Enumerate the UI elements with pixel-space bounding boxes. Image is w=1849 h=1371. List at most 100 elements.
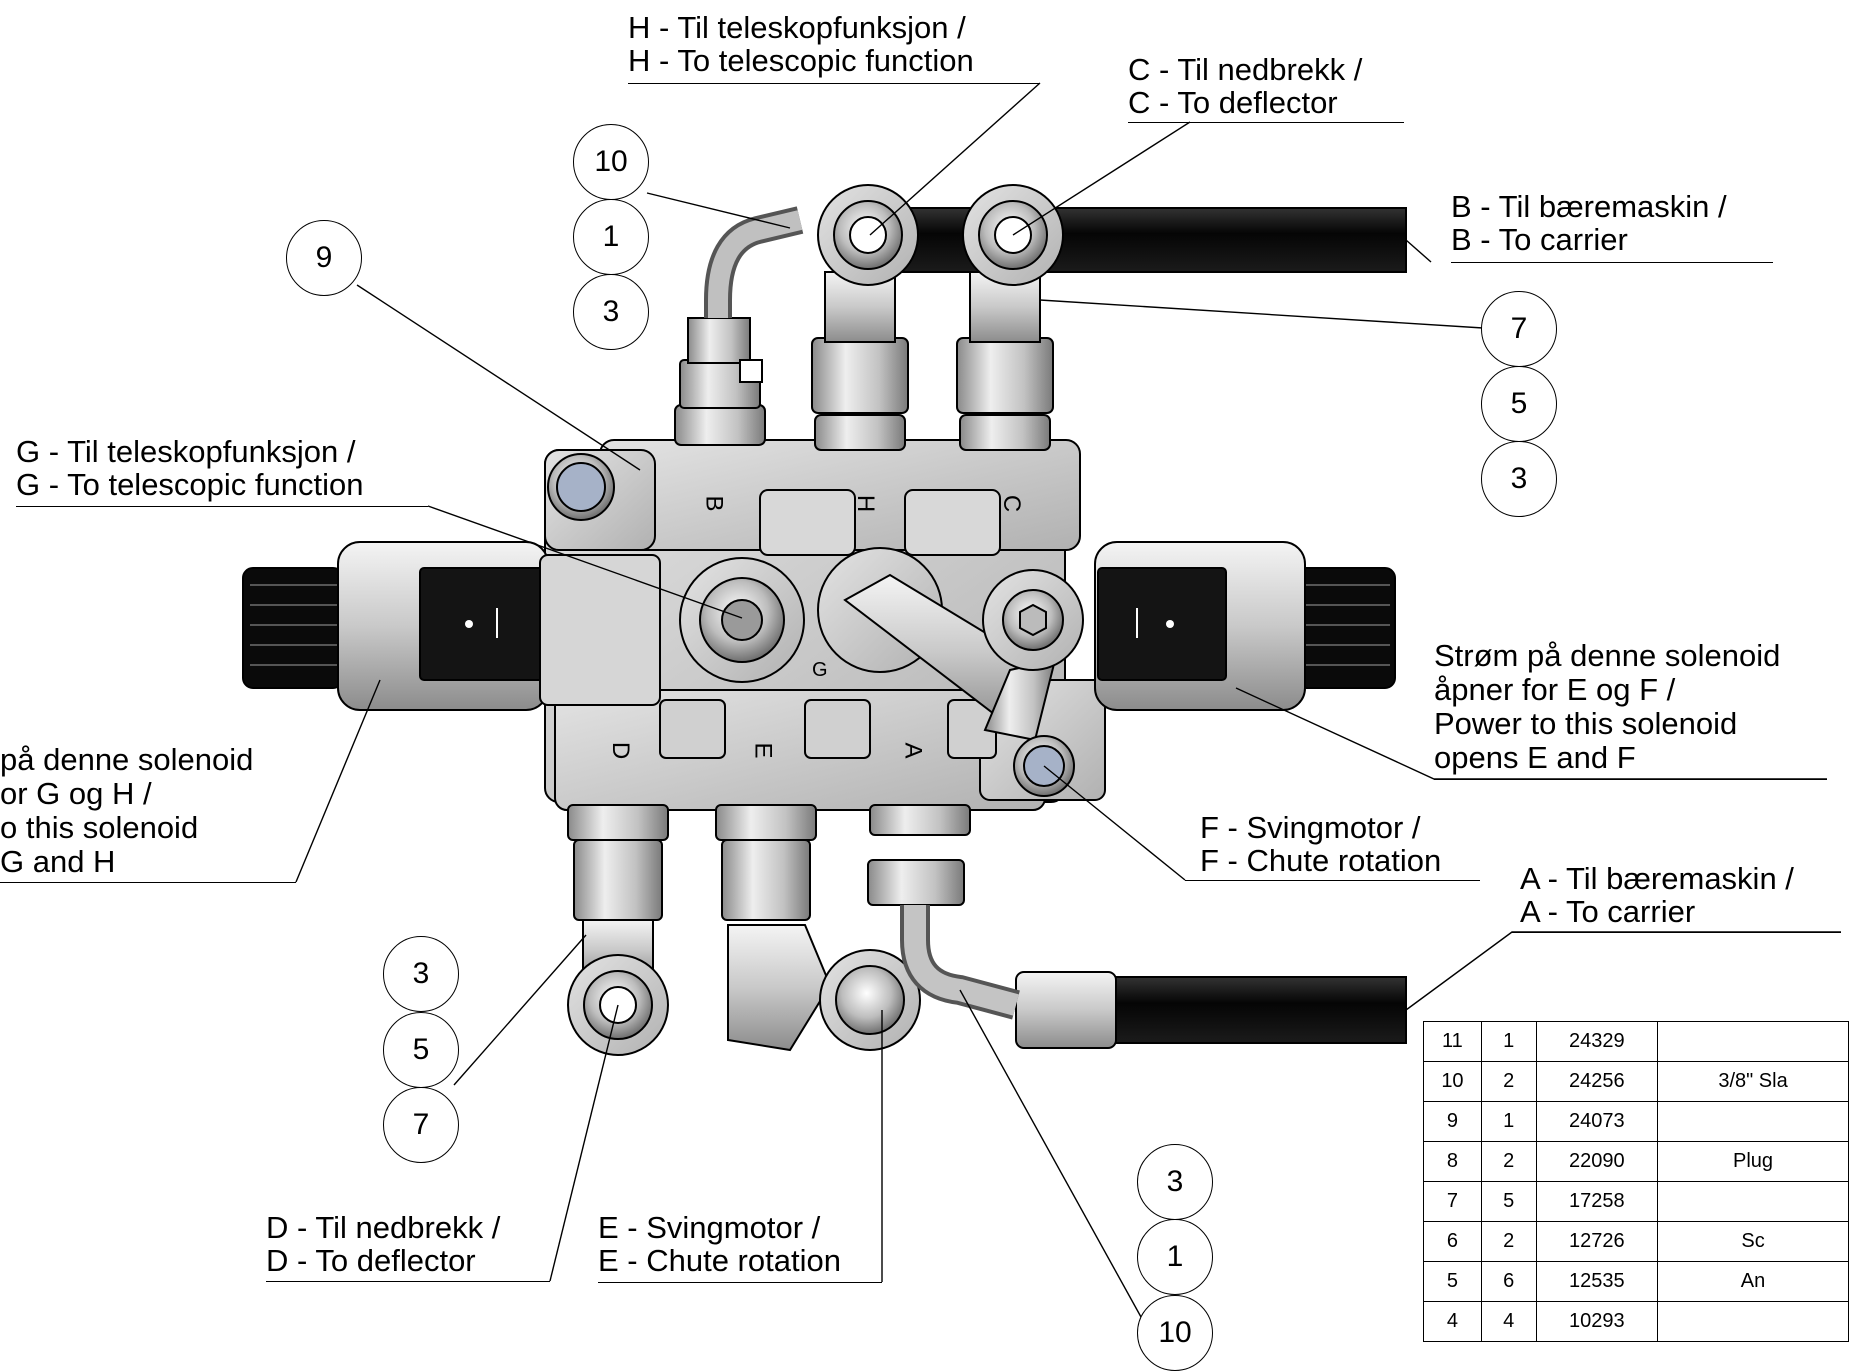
bom-cell-part: 12535 <box>1535 1261 1659 1302</box>
bom-cell-qty: 4 <box>1480 1301 1537 1342</box>
bom-cell-qty: 1 <box>1480 1021 1537 1062</box>
label-d-no: D - Til nedbrekk / <box>266 1210 501 1245</box>
underline-sol-right <box>1434 779 1827 780</box>
label-h-en: H - To telescopic function <box>628 43 974 78</box>
bom-cell-part: 24073 <box>1535 1101 1659 1142</box>
label-sol-right-1: Strøm på denne solenoid <box>1434 638 1781 673</box>
label-e-no: E - Svingmotor / <box>598 1210 821 1245</box>
label-b-no: B - Til bæremaskin / <box>1451 189 1727 224</box>
label-g-no: G - Til teleskopfunksjon / <box>16 434 356 469</box>
label-b-en: B - To carrier <box>1451 222 1628 257</box>
label-a-en: A - To carrier <box>1520 894 1696 929</box>
underline-a <box>1512 932 1841 933</box>
balloon-leftbottom-7: 7 <box>383 1087 459 1163</box>
underline-c <box>1128 122 1404 123</box>
fitting-c <box>956 184 1064 451</box>
valve-body <box>544 439 1106 811</box>
bom-cell-desc: Sc <box>1657 1221 1849 1262</box>
fitting-h <box>811 184 919 451</box>
port-g <box>679 557 805 683</box>
balloon-right-3: 3 <box>1481 441 1557 517</box>
label-h: H - Til teleskopfunksjon / H - To telesc… <box>628 12 974 78</box>
bom-cell-qty: 2 <box>1480 1141 1537 1182</box>
right-solenoid <box>1094 541 1396 711</box>
balloon-bottomright-1: 1 <box>1137 1219 1213 1295</box>
label-h-no: H - Til teleskopfunksjon / <box>628 10 966 45</box>
bom-cell-item: 6 <box>1423 1221 1482 1262</box>
bom-cell-desc: 3/8" Sla <box>1657 1061 1849 1102</box>
label-d: D - Til nedbrekk / D - To deflector <box>266 1212 500 1278</box>
bom-cell-item: 5 <box>1423 1261 1482 1302</box>
hose-a <box>1015 971 1407 1049</box>
label-sol-right-2: åpner for E og F / <box>1434 672 1676 707</box>
bom-cell-qty: 6 <box>1480 1261 1537 1302</box>
bom-cell-item: 10 <box>1423 1061 1482 1102</box>
label-solenoid-left: på denne solenoid or G og H / o this sol… <box>0 742 254 881</box>
balloon-right-5: 5 <box>1481 366 1557 442</box>
balloon-top-3: 3 <box>573 274 649 350</box>
underline-d <box>266 1281 550 1282</box>
bom-cell-part: 17258 <box>1535 1181 1659 1222</box>
fitting-d <box>567 804 669 1056</box>
balloon-leftbottom-3: 3 <box>383 936 459 1012</box>
fitting-b <box>674 206 804 446</box>
bom-cell-desc: Plug <box>1657 1141 1849 1182</box>
bom-cell-qty: 2 <box>1480 1061 1537 1102</box>
bom-cell-desc <box>1657 1021 1849 1062</box>
underline-h <box>628 83 1040 84</box>
label-g-en: G - To telescopic function <box>16 467 364 502</box>
bom-cell-qty: 5 <box>1480 1181 1537 1222</box>
label-a-no: A - Til bæremaskin / <box>1520 861 1794 896</box>
label-e: E - Svingmotor / E - Chute rotation <box>598 1212 841 1278</box>
label-solenoid-right: Strøm på denne solenoid åpner for E og F… <box>1434 638 1781 777</box>
underline-g <box>16 506 428 507</box>
label-sol-right-4: opens E and F <box>1434 740 1636 775</box>
label-f-no: F - Svingmotor / <box>1200 810 1421 845</box>
label-e-en: E - Chute rotation <box>598 1243 841 1278</box>
balloon-leftbottom-5: 5 <box>383 1012 459 1088</box>
underline-f <box>1185 880 1480 881</box>
underline-e <box>598 1282 882 1283</box>
balloon-9: 9 <box>286 220 362 296</box>
label-sol-left-3: o this solenoid <box>0 810 199 845</box>
bom-cell-desc <box>1657 1181 1849 1222</box>
port-letter-g: G <box>812 659 828 681</box>
balloon-bottomright-3: 3 <box>1137 1144 1213 1220</box>
label-g: G - Til teleskopfunksjon / G - To telesc… <box>16 436 364 502</box>
port-right <box>982 569 1084 671</box>
bom-cell-desc <box>1657 1301 1849 1342</box>
underline-b <box>1451 262 1773 263</box>
label-c: C - Til nedbrekk / C - To deflector <box>1128 54 1362 120</box>
balloon-bottomright-10: 10 <box>1137 1295 1213 1371</box>
bom-cell-item: 9 <box>1423 1101 1482 1142</box>
bom-cell-desc: An <box>1657 1261 1849 1302</box>
label-a: A - Til bæremaskin / A - To carrier <box>1520 863 1794 929</box>
bom-cell-item: 11 <box>1423 1021 1482 1062</box>
balloon-top-1: 1 <box>573 199 649 275</box>
fitting-e <box>715 804 921 1052</box>
bom-cell-qty: 1 <box>1480 1101 1537 1142</box>
label-sol-left-4: G and H <box>0 844 116 879</box>
bom-cell-part: 12726 <box>1535 1221 1659 1262</box>
label-d-en: D - To deflector <box>266 1243 476 1278</box>
bom-cell-desc <box>1657 1101 1849 1142</box>
label-c-no: C - Til nedbrekk / <box>1128 52 1363 87</box>
label-f: F - Svingmotor / F - Chute rotation <box>1200 812 1441 878</box>
port-middle <box>817 547 1057 742</box>
label-f-en: F - Chute rotation <box>1200 843 1442 878</box>
left-solenoid <box>242 541 661 711</box>
label-sol-left-1: på denne solenoid <box>0 742 254 777</box>
bom-cell-part: 24329 <box>1535 1021 1659 1062</box>
bom-cell-item: 8 <box>1423 1141 1482 1182</box>
